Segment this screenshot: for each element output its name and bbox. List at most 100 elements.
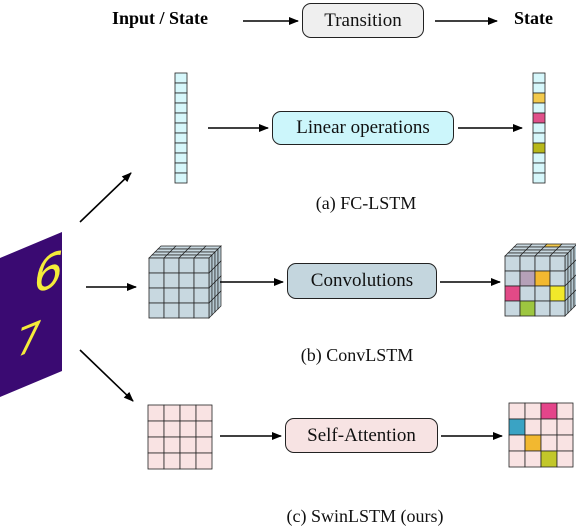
vector-cell xyxy=(532,122,546,134)
grid-cell xyxy=(508,418,526,436)
grid-cell xyxy=(556,418,574,436)
grid-cell xyxy=(524,418,542,436)
vector-cell xyxy=(174,112,188,124)
grid-cell xyxy=(540,402,558,420)
vector-cell xyxy=(532,92,546,104)
input-arrow-c xyxy=(79,349,134,402)
cube-front-cell xyxy=(193,302,210,319)
cube-front-cell xyxy=(193,287,210,304)
cube-side-cell xyxy=(567,294,572,314)
cube-front-cell xyxy=(163,302,180,319)
grid-cell xyxy=(147,420,165,438)
cube-front-cell xyxy=(519,270,536,287)
input-digit-six: 6 xyxy=(34,241,63,306)
linear-operations-label: Linear operations xyxy=(296,117,430,138)
cube-front-cell xyxy=(519,285,536,302)
grid-cell xyxy=(195,420,213,438)
vector-cell xyxy=(174,162,188,174)
linear-operations-box: Linear operations xyxy=(272,111,454,145)
vector-cell xyxy=(532,172,546,184)
conv-output-cube xyxy=(504,243,576,317)
vector-cell xyxy=(174,152,188,164)
self-attention-label: Self-Attention xyxy=(307,424,416,446)
vector-cell xyxy=(174,72,188,84)
cube-front-cell xyxy=(549,285,566,302)
cube-front-cell xyxy=(148,302,165,319)
grid-cell xyxy=(163,420,181,438)
cube-front-cell xyxy=(549,300,566,317)
grid-cell xyxy=(179,452,197,470)
self-attention-box: Self-Attention xyxy=(285,418,438,453)
input-arrow-a xyxy=(79,172,132,223)
cube-front-cell xyxy=(549,270,566,287)
grid-cell xyxy=(179,404,197,422)
conv-input-cube xyxy=(148,245,222,319)
grid-cell xyxy=(540,418,558,436)
cube-front-cell xyxy=(534,270,551,287)
vector-cell xyxy=(532,162,546,174)
cube-front-cell xyxy=(148,272,165,289)
grid-cell xyxy=(508,434,526,452)
caption-fc-lstm: (a) FC-LSTM xyxy=(315,193,417,213)
cube-top-cell xyxy=(558,243,576,248)
cube-side-cell xyxy=(570,291,575,311)
grid-cell xyxy=(508,402,526,420)
cube-side-cell xyxy=(211,296,216,316)
attn-output-grid xyxy=(508,402,574,468)
convolutions-label: Convolutions xyxy=(310,270,414,291)
cube-side-cell xyxy=(564,297,569,317)
header-input-label: Input / State xyxy=(112,8,209,28)
vector-cell xyxy=(532,142,546,154)
grid-cell xyxy=(163,404,181,422)
grid-cell xyxy=(163,452,181,470)
cube-front-cell xyxy=(504,255,521,272)
input-digit-seven: 7 xyxy=(17,313,41,367)
input-image: 6 7 xyxy=(0,232,63,397)
fc-output-vector xyxy=(532,72,546,184)
grid-cell xyxy=(556,450,574,468)
cube-front-cell xyxy=(534,255,551,272)
vector-cell xyxy=(532,152,546,164)
vector-cell xyxy=(532,132,546,144)
transition-label: Transition xyxy=(324,9,402,31)
cube-front-cell xyxy=(549,255,566,272)
convolutions-box: Convolutions xyxy=(287,263,437,299)
attn-input-grid xyxy=(147,404,213,470)
grid-cell xyxy=(195,452,213,470)
cube-front-cell xyxy=(178,272,195,289)
grid-cell xyxy=(163,436,181,454)
grid-cell xyxy=(524,434,542,452)
transition-box: Transition xyxy=(302,3,424,38)
vector-cell xyxy=(174,122,188,134)
vector-cell xyxy=(174,82,188,94)
fc-input-vector xyxy=(174,72,188,184)
cube-side-cell xyxy=(217,290,222,310)
grid-cell xyxy=(540,450,558,468)
grid-cell xyxy=(508,450,526,468)
cube-front-cell xyxy=(178,287,195,304)
vector-cell xyxy=(532,102,546,114)
vector-cell xyxy=(532,72,546,84)
grid-cell xyxy=(556,402,574,420)
cube-front-cell xyxy=(148,287,165,304)
grid-cell xyxy=(147,436,165,454)
cube-front-cell xyxy=(163,287,180,304)
vector-cell xyxy=(532,112,546,124)
vector-cell xyxy=(174,172,188,184)
caption-swinlstm: (c) SwinLSTM (ours) xyxy=(286,506,444,526)
cube-front-cell xyxy=(178,257,195,274)
cube-front-cell xyxy=(504,285,521,302)
cube-front-cell xyxy=(163,272,180,289)
grid-cell xyxy=(179,420,197,438)
cube-front-cell xyxy=(534,300,551,317)
cube-front-cell xyxy=(148,257,165,274)
cube-side-cell xyxy=(214,293,219,313)
grid-cell xyxy=(179,436,197,454)
cube-front-cell xyxy=(504,270,521,287)
grid-cell xyxy=(540,434,558,452)
vector-cell xyxy=(174,92,188,104)
cube-front-cell xyxy=(178,302,195,319)
grid-cell xyxy=(524,450,542,468)
cube-front-cell xyxy=(193,272,210,289)
